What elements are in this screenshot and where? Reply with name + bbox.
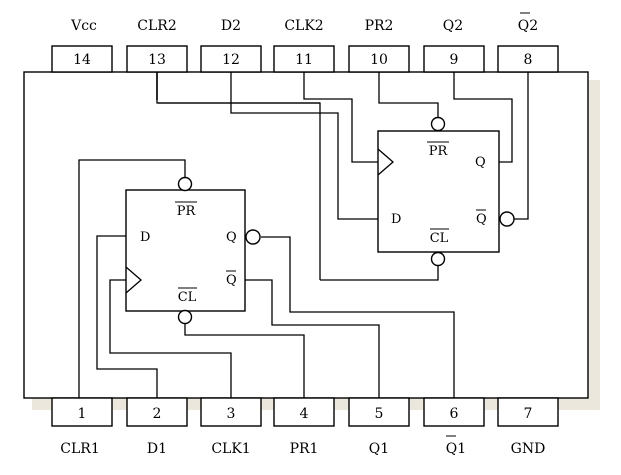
flipflop-2-body	[377, 130, 500, 253]
flipflop-2-clock-triangle	[377, 148, 394, 176]
flipflop-1-q-bubble	[245, 229, 261, 245]
pin-7-box	[497, 397, 559, 427]
pin-12-label: D2	[221, 18, 241, 34]
flipflop-1-q-label: Q	[226, 230, 237, 245]
flipflop-2-qbar-label: Q	[476, 212, 487, 227]
pin-6-box	[423, 397, 485, 427]
pin-8-label: Q2	[518, 18, 538, 34]
bottom-pins: 1 2 3 4 5 6 7	[51, 397, 559, 427]
pin-14-box	[51, 45, 113, 73]
flipflop-1-clock-triangle	[125, 266, 142, 294]
pin-6-number: 6	[450, 406, 459, 422]
pin-5-number: 5	[375, 406, 384, 422]
pin-2-number: 2	[153, 406, 162, 422]
flipflop-1-pr-bubble	[177, 176, 193, 192]
wire-cl2-route	[320, 266, 439, 281]
flipflop-2-pr-bubble	[430, 116, 446, 132]
pin-10-label: PR2	[365, 18, 394, 34]
wire-pin8-qbar2	[514, 72, 529, 220]
pin-10-number: 10	[370, 52, 388, 68]
flipflop-1-body	[125, 189, 246, 312]
wire-pin6-q1	[261, 236, 455, 398]
pin-9-number: 9	[450, 52, 459, 68]
flipflop-2-cl-label: CL	[430, 231, 449, 246]
wire-pin3-clk1	[109, 279, 232, 398]
mask	[92, 100, 158, 106]
bottom-pin-labels: CLR1 D1 CLK1 PR1 Q1 Q1 GND	[60, 435, 546, 457]
pin-4-number: 4	[300, 406, 309, 422]
flipflop-1-d-label: D	[140, 230, 150, 245]
flipflop-2-qbar-bubble	[499, 211, 515, 227]
pin-9-box	[423, 45, 485, 73]
flipflop-2: PR D Q Q CL	[377, 116, 515, 267]
flipflop-1-qbar-label: Q	[226, 273, 237, 288]
pin-4-label: PR1	[290, 441, 319, 457]
pin-14-label: Vcc	[70, 18, 97, 34]
wire-pin1-pr1	[78, 159, 186, 398]
pin-1-label: CLR1	[60, 441, 99, 457]
top-pin-labels: Vcc CLR2 D2 CLK2 PR2 Q2 Q2	[70, 12, 538, 34]
pin-9-label: Q2	[443, 18, 463, 34]
wire-pin13-stub	[156, 72, 320, 104]
wire-pin5-qbar1	[245, 279, 380, 398]
pin-8-number: 8	[524, 52, 533, 68]
top-pins: 14 13 12 11 10 9 8	[51, 45, 559, 73]
pin-11-number: 11	[295, 52, 313, 68]
pin-1-box	[51, 397, 113, 427]
wire-pin11-clk2	[303, 72, 378, 163]
pin-1-number: 1	[78, 406, 87, 422]
wire-pin12-d2	[230, 72, 378, 220]
flipflop-2-pr-label: PR	[429, 144, 449, 159]
pin-3-number: 3	[227, 406, 236, 422]
pin-4-box	[273, 397, 335, 427]
wire-pin10-pr2	[378, 72, 439, 117]
wire-pin9-q2	[453, 72, 513, 163]
flipflop-1: PR D Q Q CL	[125, 176, 261, 325]
pin-6-label: Q1	[446, 441, 466, 457]
flipflop-2-q-label: Q	[475, 155, 486, 170]
flipflop-1-cl-bubble	[177, 309, 193, 325]
flipflop-2-d-label: D	[391, 212, 401, 227]
flipflop-1-pr-label: PR	[177, 204, 197, 219]
pin-13-number: 13	[148, 52, 166, 68]
pin-7-number: 7	[524, 406, 533, 422]
pin-12-number: 12	[222, 52, 240, 68]
pin-3-label: CLK1	[211, 441, 250, 457]
pin-2-label: D1	[147, 441, 167, 457]
pin-7-label: GND	[511, 441, 546, 457]
flipflop-2-cl-bubble	[430, 251, 446, 267]
pin-2-box	[126, 397, 188, 427]
pin-13-label: CLR2	[137, 18, 176, 34]
wire-pin2-d1	[96, 235, 158, 398]
pin-10-box	[348, 45, 410, 73]
pin-12-box	[200, 45, 262, 73]
pin-5-label: Q1	[369, 441, 389, 457]
pin-14-number: 14	[73, 52, 91, 68]
pin-11-label: CLK2	[284, 18, 323, 34]
pin-8-box	[497, 45, 559, 73]
wire-pin4-cl1	[184, 322, 305, 398]
flipflop-1-cl-label: CL	[178, 290, 197, 305]
chip-body	[23, 71, 589, 399]
